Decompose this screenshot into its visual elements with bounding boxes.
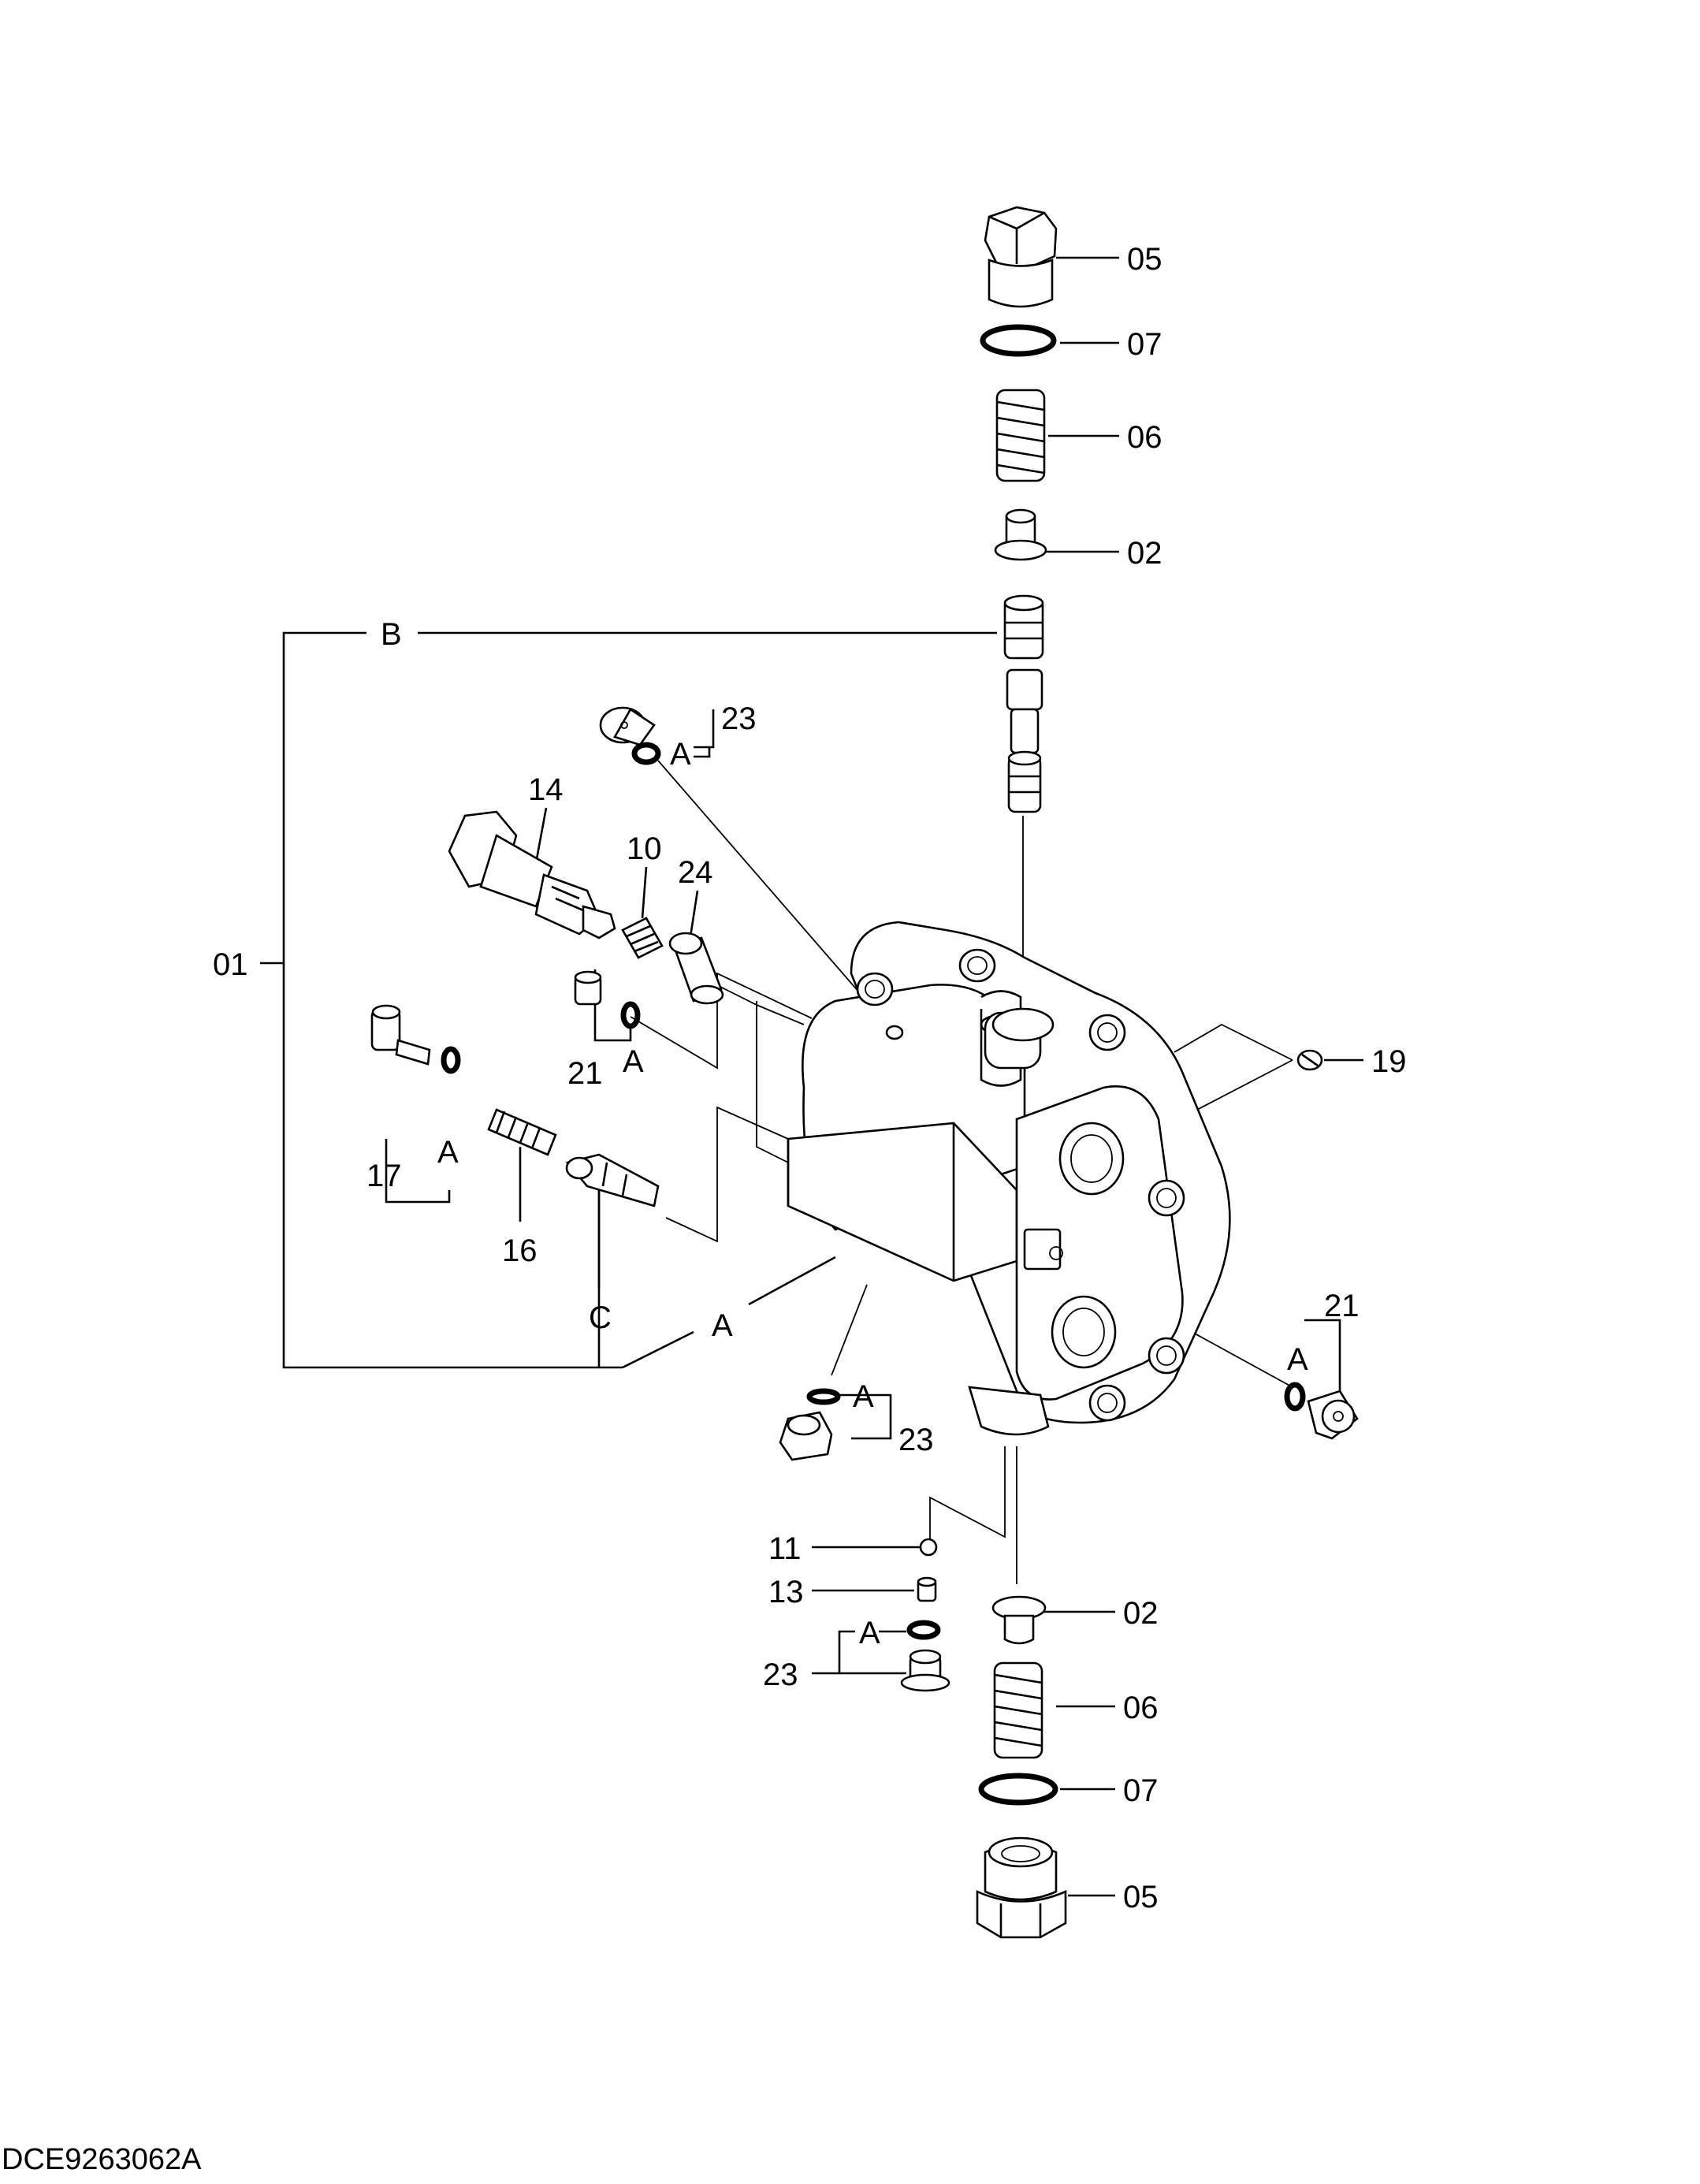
label-a-17: A — [437, 1135, 459, 1170]
label-p23-upper: 23 — [721, 701, 757, 736]
part-labels: 05 07 06 02 B 23 A 14 10 24 01 A 21 A 17… — [213, 242, 1407, 1914]
part-16-spring — [487, 1108, 557, 1156]
part-21-plug-right — [1284, 1382, 1359, 1440]
label-p23-lower: 23 — [763, 1658, 798, 1692]
label-a-23-lower: A — [859, 1616, 880, 1650]
part-05-plug-top — [984, 206, 1058, 308]
part-11-ball — [919, 1538, 938, 1557]
label-p23-mid: 23 — [898, 1423, 934, 1457]
label-p07-top: 07 — [1127, 327, 1162, 362]
part-02-seat-top — [994, 508, 1047, 561]
part-05-plug-bottom — [976, 1836, 1067, 1939]
part-10-spring-small — [621, 917, 664, 959]
label-p02-bottom: 02 — [1123, 1596, 1159, 1631]
label-group-C: C — [589, 1300, 612, 1335]
leader-lines — [260, 256, 1363, 1897]
label-p13: 13 — [768, 1575, 804, 1609]
label-p10: 10 — [627, 832, 662, 866]
label-p11: 11 — [768, 1531, 802, 1566]
label-p19: 19 — [1371, 1044, 1407, 1079]
part-23-plug-lower — [900, 1620, 950, 1692]
label-a-23-upper: A — [670, 737, 691, 772]
label-p16: 16 — [502, 1233, 538, 1268]
label-p14: 14 — [528, 772, 564, 807]
label-group-A: A — [712, 1308, 733, 1343]
part-19-plug-small — [1296, 1049, 1323, 1071]
label-a-21-right: A — [1287, 1342, 1308, 1377]
part-06-spring-top — [995, 389, 1046, 482]
part-valve-stack — [1003, 594, 1044, 813]
label-p01: 01 — [213, 947, 248, 982]
part-06-spring-bottom — [993, 1661, 1043, 1759]
part-23-plug-upper — [599, 706, 661, 765]
drawing-code: DCE9263062A — [2, 2143, 202, 2176]
label-group-B: B — [381, 617, 402, 652]
label-p21-right: 21 — [1324, 1289, 1360, 1323]
label-a-23-mid: A — [853, 1379, 874, 1414]
part-07-oring-bottom — [978, 1773, 1058, 1806]
label-p02-top: 02 — [1127, 536, 1162, 571]
part-21-plug-left — [574, 970, 641, 1029]
label-a-21-left: A — [623, 1044, 644, 1079]
part-07-oring-top — [980, 324, 1057, 357]
part-spool-C — [565, 1153, 660, 1207]
label-p21-left: 21 — [567, 1056, 603, 1091]
label-p06-bottom: 06 — [1123, 1691, 1159, 1725]
label-p24: 24 — [678, 855, 713, 890]
housing-bolt-holes — [856, 948, 1185, 1422]
label-p05-top: 05 — [1127, 242, 1162, 277]
part-02-seat-bottom — [991, 1595, 1047, 1645]
part-14-cartridge — [448, 810, 616, 939]
part-01-housing — [787, 921, 1231, 1436]
label-p05-bottom: 05 — [1123, 1880, 1159, 1914]
part-24-sleeve — [668, 932, 724, 1005]
part-17-plunger — [370, 1004, 461, 1074]
label-p06-top: 06 — [1127, 420, 1162, 455]
part-13-plug-small — [917, 1576, 937, 1602]
part-23-plug-mid — [779, 1388, 841, 1461]
label-p07-bottom: 07 — [1123, 1773, 1159, 1808]
label-p17: 17 — [366, 1159, 402, 1193]
